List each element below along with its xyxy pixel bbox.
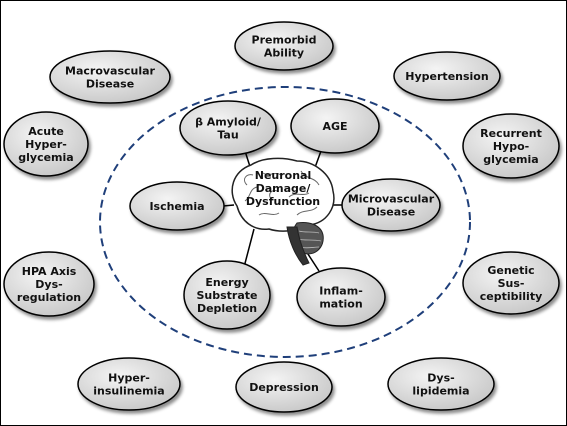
node-depression: Depression [235, 361, 333, 413]
node-inflammation: Inflam-mation [296, 267, 386, 327]
hypertension-ellipse [393, 51, 501, 101]
dyslipidemia-ellipse [387, 357, 495, 411]
node-ischemia: Ischemia [129, 181, 225, 231]
premorbid-ability-ellipse [234, 21, 334, 71]
hpa-axis-dysregulation-ellipse [3, 251, 95, 317]
node-age: AGE [290, 98, 380, 154]
ischemia-label: Ischemia [149, 200, 204, 213]
depression-label: Depression [249, 381, 319, 394]
hypertension-label: Hypertension [405, 70, 488, 83]
microvascular-disease-ellipse [341, 178, 441, 232]
acute-hyperglycemia-ellipse [3, 111, 89, 177]
recurrent-hypoglycemia-ellipse [462, 113, 560, 179]
inflammation-label: Inflam-mation [319, 285, 363, 311]
age-ellipse [290, 98, 380, 154]
energy-substrate-depletion-ellipse [183, 260, 271, 330]
ischemia-ellipse [129, 181, 225, 231]
node-hypertension: Hypertension [393, 51, 501, 101]
node-beta-amyloid-tau: β Amyloid/Tau [179, 100, 277, 156]
node-hyperinsulinemia: Hyper-insulinemia [77, 357, 181, 411]
macrovascular-disease-ellipse [49, 50, 171, 104]
inflammation-ellipse [296, 267, 386, 327]
age-label: AGE [322, 120, 347, 133]
genetic-susceptibility-ellipse [462, 251, 560, 315]
beta-amyloid-tau-ellipse [179, 100, 277, 156]
dashed-boundary [99, 86, 471, 358]
node-dyslipidemia: Dys-lipidemia [387, 357, 495, 411]
hyperinsulinemia-ellipse [77, 357, 181, 411]
depression-ellipse [235, 361, 333, 413]
dyslipidemia-label: Dys-lipidemia [412, 372, 469, 398]
beta-amyloid-tau-label: β Amyloid/Tau [195, 116, 262, 142]
hyperinsulinemia-label: Hyper-insulinemia [93, 372, 164, 398]
connector-ischemia [222, 204, 235, 207]
